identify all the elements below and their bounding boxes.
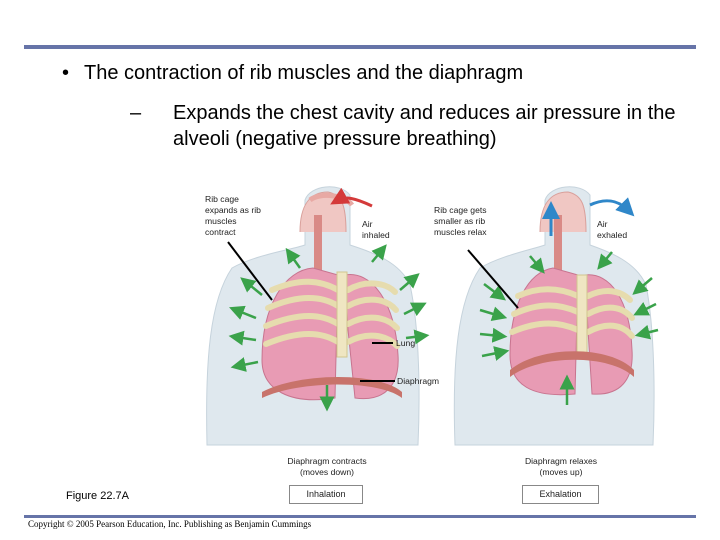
label-diaphragm: Diaphragm (397, 376, 439, 387)
copyright-notice: Copyright © 2005 Pearson Education, Inc.… (28, 519, 311, 529)
label-air-inhaled: Air inhaled (362, 219, 402, 241)
label-diaphragm-relaxes: Diaphragm relaxes (moves up) (514, 456, 608, 478)
label-air-exhaled: Air exhaled (597, 219, 637, 241)
label-lung: Lung (396, 338, 415, 349)
label-rib-cage-smaller: Rib cage gets smaller as rib muscles rel… (434, 205, 500, 238)
bottom-rule (24, 515, 696, 518)
figure-caption: Figure 22.7A (66, 490, 129, 502)
exhalation-label-box: Exhalation (522, 485, 599, 504)
label-rib-cage-expands: Rib cage expands as rib muscles contract (205, 194, 265, 238)
inhalation-label-box: Inhalation (289, 485, 363, 504)
label-diaphragm-contracts: Diaphragm contracts (moves down) (282, 456, 372, 478)
